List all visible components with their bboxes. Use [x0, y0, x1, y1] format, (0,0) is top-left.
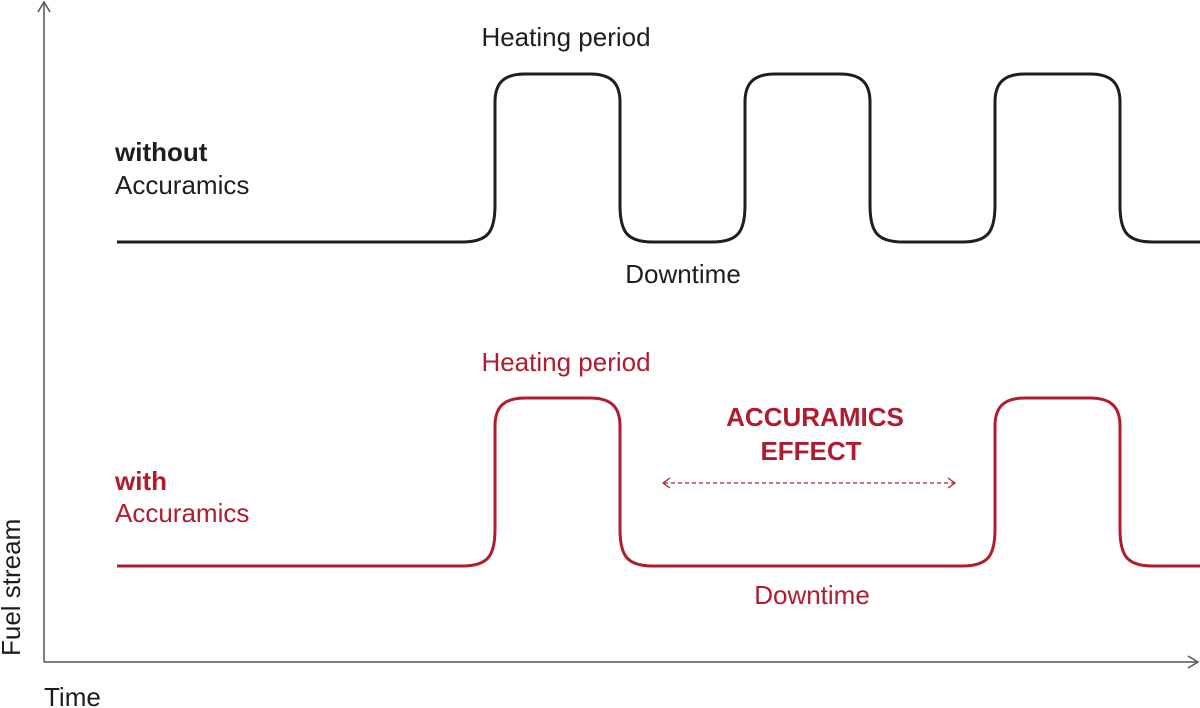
- with-heating-label: Heating period: [481, 347, 650, 377]
- with-downtime-label: Downtime: [754, 580, 870, 610]
- y-axis-arrowhead: [37, 0, 51, 13]
- without-downtime-label: Downtime: [625, 259, 741, 289]
- accuramics-effect-annotation: ACCURAMICS EFFECT: [661, 402, 957, 489]
- without-accuramics-group: without Accuramics Heating period Downti…: [114, 22, 1200, 289]
- effect-arrowhead-right: [947, 477, 957, 489]
- without-label-rest: Accuramics: [115, 170, 249, 200]
- without-heating-label: Heating period: [481, 22, 650, 52]
- without-signal-waveform: [117, 72, 1200, 244]
- x-axis-label: Time: [44, 682, 101, 708]
- effect-title-line2: EFFECT: [760, 436, 861, 466]
- effect-arrowhead-left: [661, 477, 671, 489]
- y-axis-label: Fuel stream: [0, 519, 26, 656]
- with-label-rest: Accuramics: [115, 498, 249, 528]
- with-accuramics-group: with Accuramics Heating period Downtime: [114, 347, 1200, 610]
- effect-title-line1: ACCURAMICS: [726, 402, 904, 432]
- x-axis-arrowhead: [1187, 655, 1200, 669]
- with-label-bold: with: [114, 466, 167, 496]
- without-label-bold: without: [114, 137, 208, 167]
- with-signal-waveform: [117, 396, 1200, 568]
